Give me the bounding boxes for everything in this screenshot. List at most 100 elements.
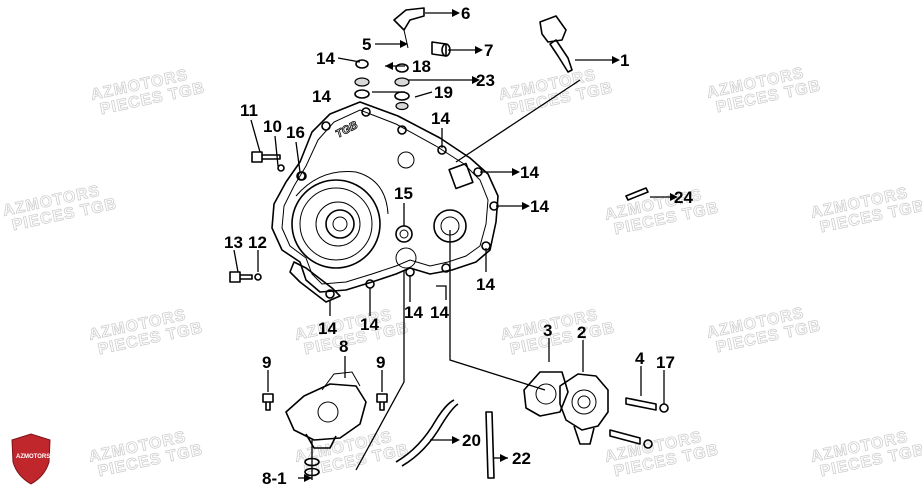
part-22-pin [485,411,495,479]
azmotors-shield-logo: AZMOTORS [11,433,51,485]
callout-9-right: 9 [376,353,385,372]
leader-13 [233,249,239,273]
clutch-hub-center [332,216,348,232]
leader-14k [436,285,447,300]
callout-1: 1 [620,51,629,70]
arrow-7 [475,46,483,54]
part-19-oring [394,91,410,101]
arrow-20 [452,436,460,444]
arrow-14f [522,202,530,210]
part-3-gasket [523,371,569,417]
part-1-dipstick-cap [539,15,567,43]
arrow-22 [500,454,508,462]
part-2-pump-bore [571,389,597,415]
bolt-boss [397,125,407,135]
callout-10: 10 [263,117,282,136]
part-4-bolt [625,397,657,411]
part-1-dipstick-rod [549,39,573,73]
callout-8: 8 [339,337,348,356]
arrow-18 [385,62,393,70]
oil-pump-assembly [262,371,388,477]
part-20-hose-edge [401,403,459,467]
part-11-bolt [251,151,281,163]
shield-icon [11,433,51,485]
callout-8-1: 8-1 [262,469,287,488]
leader-1-down [455,79,581,163]
callout-9-left: 9 [262,353,271,372]
callout-12: 12 [248,233,267,252]
arrow-24 [670,193,678,201]
callout-19: 19 [434,83,453,102]
leader-lines [233,12,670,480]
shaft-seal-15 [395,225,413,243]
watermark: AZMOTORS PIECES TGB [497,66,615,118]
callout-20: 20 [462,431,481,450]
lower-port [395,247,417,269]
bolt-boss [481,241,491,251]
leader-shaft-down [355,270,405,471]
part-2-pump-bore-inner [577,395,591,409]
leader-10 [274,135,279,167]
part-9-bolt-right [376,393,388,411]
part-24-pin [625,187,649,201]
callout-5: 5 [362,35,371,54]
clutch-hub [325,209,355,239]
watermark: AZMOTORS PIECES TGB [293,306,411,358]
logo-text: AZMOTORS [16,454,50,460]
part-8-pump-spout [321,371,361,391]
callout-11: 11 [240,101,258,120]
bolt-boss [325,289,335,299]
bolt-boss [361,107,371,117]
part-17-washer [659,403,669,413]
part-2-pump-body [559,373,609,431]
water-pump-assembly [523,371,669,449]
watermark: AZMOTORS PIECES TGB [89,66,207,118]
callout-14-bottom-4: 14 [430,303,449,322]
cover-inner-edge [281,109,489,285]
watermark: AZMOTORS PIECES TGB [603,428,721,480]
part-8-1-oring [304,467,320,477]
leader-11 [250,119,261,153]
callout-2: 2 [577,323,586,342]
pump-drive-inner [440,216,460,236]
callout-14-right-1: 14 [520,163,539,182]
part-5-pin [403,29,409,49]
part-19-washer [395,101,409,111]
callout-14-top: 14 [316,49,335,68]
part-18-nut [395,63,409,73]
callout-14-right-2: 14 [530,197,549,216]
part-8-pump-port [317,401,339,423]
leader-pump-link [449,230,546,391]
bolt-boss [321,121,331,131]
bolt-boss [441,263,451,273]
clutch-housing-ring [299,187,373,261]
arrow-8-1 [304,474,312,482]
callout-14-upper-left: 14 [312,87,331,106]
part-13-bolt [229,271,253,283]
arrow-6 [452,9,460,17]
part-23-washer [354,77,370,87]
watermark: AZMOTORS PIECES TGB [87,306,205,358]
watermark: AZMOTORS PIECES TGB [1,182,119,234]
callout-24: 24 [674,188,693,207]
callout-14-bottom-3: 14 [404,303,423,322]
leader-16 [295,141,301,173]
callout-14-right-3: 14 [476,275,495,294]
screw-14a [355,59,369,69]
bolt-boss [489,201,499,211]
watermark: AZMOTORS PIECES TGB [809,184,922,236]
watermark: AZMOTORS PIECES TGB [499,306,617,358]
arrowheads [304,9,678,482]
part-17-washer [643,439,653,449]
pump-drive-boss [433,209,467,243]
callout-17: 17 [656,353,675,372]
watermark: AZMOTORS PIECES TGB [809,428,922,480]
shaft-seal-15-inner [399,229,409,239]
hose-parts [395,399,495,479]
callout-6: 6 [461,4,470,23]
callout-13: 13 [224,233,243,252]
watermark: AZMOTORS PIECES TGB [87,428,205,480]
arrow-14e [512,168,520,176]
part-8-lower-bell [305,433,337,449]
